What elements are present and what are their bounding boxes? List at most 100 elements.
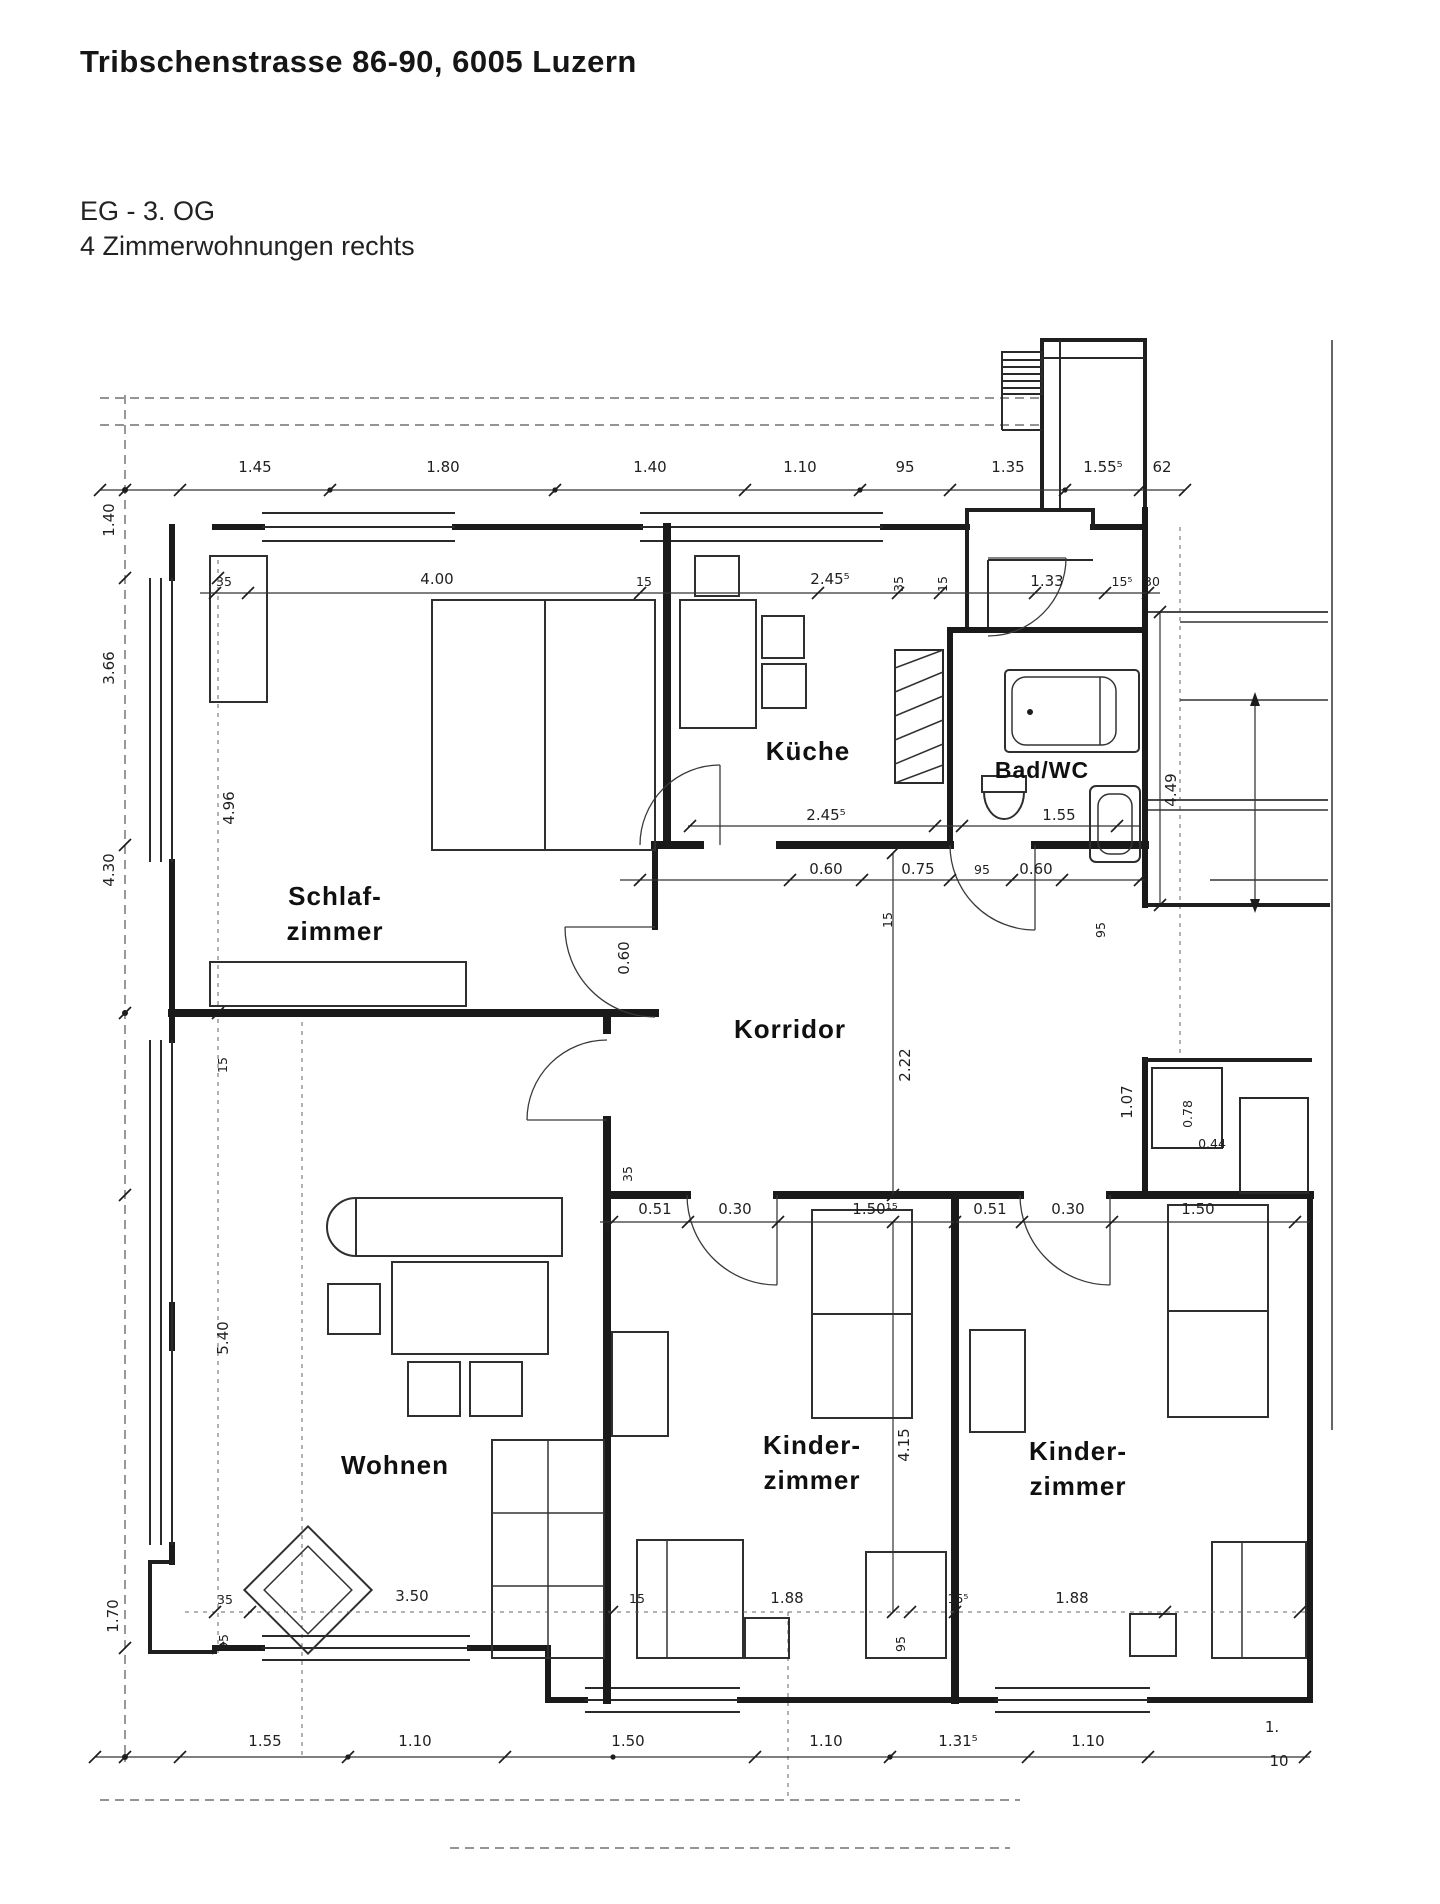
window-kueche-top (640, 512, 883, 542)
dim-label: 1.50¹⁵ (852, 1200, 897, 1218)
room-label-kinder1: zimmer (763, 1465, 860, 1495)
dim-label: 4.96 (220, 791, 238, 824)
sofa (326, 1197, 563, 1257)
bathtub (1004, 669, 1140, 753)
dim-label: 2.22 (896, 1048, 914, 1081)
kitchen-stove (761, 663, 807, 709)
dim-label: 95 (895, 458, 914, 476)
chair (407, 1361, 461, 1417)
dim-label: 15 (880, 912, 895, 928)
dim-label: 0.44 (1198, 1136, 1226, 1151)
bed-double (431, 599, 656, 851)
dim-label: 95 (893, 1636, 908, 1652)
dim-label: 15⁵ (948, 1591, 969, 1606)
closet (209, 555, 268, 703)
dim-label: 10 (1269, 1752, 1288, 1770)
dim-label: 1.55 (248, 1732, 281, 1750)
door-wohnen (526, 1039, 608, 1121)
furniture-kinder2 (969, 1204, 1307, 1659)
interior-walls (168, 523, 1314, 1704)
room-label-kueche: Küche (766, 736, 850, 766)
bed (865, 1551, 947, 1659)
dim-label: 35 (216, 574, 232, 589)
furniture-kueche (679, 555, 807, 729)
dim-label: 35 (891, 576, 906, 592)
dim-label: 15 (629, 1591, 645, 1606)
dim-label: 1.50 (1181, 1200, 1214, 1218)
dim-label: 5.40 (214, 1321, 232, 1354)
door-kueche (639, 764, 721, 846)
night-table (744, 1617, 790, 1659)
armchair (242, 1524, 374, 1656)
dim-label: 0.75 (901, 860, 934, 878)
door-schlafzimmer (564, 926, 656, 1018)
dim-label: 0.51 (973, 1200, 1006, 1218)
dim-label: 1.55 (1042, 806, 1075, 824)
window-schlafzimmer-top (262, 512, 455, 542)
window-schlafzimmer-left (149, 578, 173, 862)
dim-label: 4.30 (100, 853, 118, 886)
dim-label: 1.10 (398, 1732, 431, 1750)
dim-label: 0.51 (638, 1200, 671, 1218)
dim-label: 1.10 (1071, 1732, 1104, 1750)
dim-label: 1.45 (238, 458, 271, 476)
dim-label: 1.88 (1055, 1589, 1088, 1607)
furniture-schlafzimmer (209, 555, 656, 1007)
guide-lines (100, 340, 1333, 1849)
room-label-kinder2: Kinder- (1029, 1436, 1127, 1466)
dim-label: 3.50 (395, 1587, 428, 1605)
dim-label: 0.30 (1051, 1200, 1084, 1218)
dim-label: 62 (1152, 458, 1171, 476)
dim-label: 15 (215, 1057, 230, 1073)
dim-label: 95 (974, 862, 990, 877)
dim-label: 30 (1144, 574, 1160, 589)
dim-label: 0.60 (1019, 860, 1052, 878)
dim-label: 1.33 (1030, 572, 1063, 590)
dim-label: 0.30 (718, 1200, 751, 1218)
dim-label: 1.40 (100, 503, 118, 536)
door-kinder1 (686, 1194, 778, 1286)
door-bad (949, 844, 1036, 931)
room-label-bad: Bad/WC (995, 757, 1089, 783)
furniture-wohnen (242, 1197, 605, 1659)
dim-label: 1. (1265, 1718, 1279, 1736)
chair (469, 1361, 523, 1417)
window-kinder2-bottom (995, 1687, 1150, 1713)
stairwell (1001, 338, 1147, 512)
table (391, 1261, 549, 1355)
dim-label: 95 (216, 1634, 231, 1650)
door-kinder2 (1019, 1194, 1111, 1286)
page-title: Tribschenstrasse 86-90, 6005 Luzern (80, 44, 637, 79)
dim-label: 1.10 (783, 458, 816, 476)
dim-label: 15 (636, 574, 652, 589)
dim-label: 2.45⁵ (810, 570, 849, 588)
dim-ticks (88, 483, 1312, 1764)
dim-label: 1.55⁵ (1083, 458, 1122, 476)
room-label-schlafzimmer: Schlaf- (288, 881, 382, 911)
dim-label: 35 (620, 1166, 635, 1182)
dimension-lines (88, 483, 1312, 1764)
dim-label: 0.78 (1180, 1100, 1195, 1128)
room-labels: Schlaf- zimmer Küche Bad/WC Korridor Woh… (286, 736, 1127, 1501)
dim-label: 1.40 (633, 458, 666, 476)
dim-label: 2.45⁵ (806, 806, 845, 824)
dim-label: 15 (935, 576, 950, 592)
room-label-schlafzimmer: zimmer (286, 916, 383, 946)
apartment-label: 4 Zimmerwohnungen rechts (80, 231, 415, 261)
dim-label: 1.50 (611, 1732, 644, 1750)
dim-label: 35 (217, 1592, 233, 1607)
sideboard (209, 961, 467, 1007)
kitchen-appliance (694, 555, 740, 597)
room-label-wohnen: Wohnen (341, 1450, 449, 1480)
night-table (1129, 1613, 1177, 1657)
bed (636, 1539, 744, 1659)
dim-label: 4.00 (420, 570, 453, 588)
kitchen-sink (761, 615, 805, 659)
window-wohnen-left (149, 1040, 173, 1545)
dim-label: 4.15 (895, 1428, 913, 1461)
wall-unit (491, 1439, 605, 1659)
desk (611, 1331, 669, 1437)
doors (526, 557, 1111, 1286)
dim-label: 1.80 (426, 458, 459, 476)
